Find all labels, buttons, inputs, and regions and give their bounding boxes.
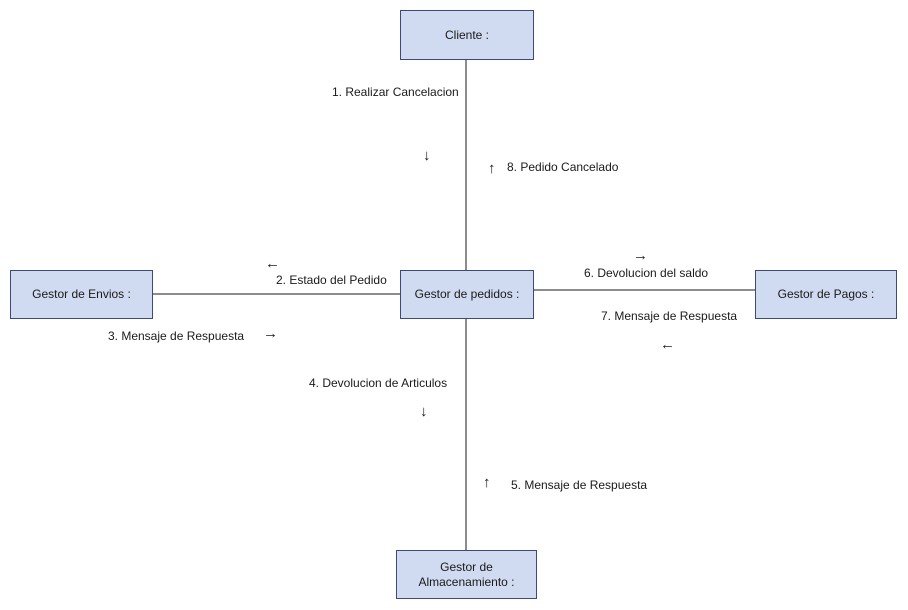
arrow-right-icon: → (263, 325, 278, 342)
object-gestor-almacenamiento[interactable]: Gestor de Almacenamiento : (396, 550, 537, 599)
object-gestor-pagos[interactable]: Gestor de Pagos : (755, 270, 897, 319)
message-1-label: 1. Realizar Cancelacion (332, 85, 459, 99)
object-gestor-pedidos[interactable]: Gestor de pedidos : (400, 270, 534, 319)
message-6-label: 6. Devolucion del saldo (584, 266, 709, 280)
arrow-down-icon: ↓ (423, 147, 431, 164)
object-cliente[interactable]: Cliente : (400, 10, 534, 60)
message-4-label: 4. Devolucion de Articulos (309, 376, 448, 390)
arrow-up-icon: ↑ (488, 160, 496, 177)
message-8-label: 8. Pedido Cancelado (507, 160, 619, 174)
message-7-label: 7. Mensaje de Respuesta (601, 309, 738, 323)
arrow-down-icon: ↓ (420, 403, 428, 420)
arrow-right-icon: → (633, 247, 648, 264)
message-2-label: 2. Estado del Pedido (276, 273, 387, 287)
arrow-up-icon: ↑ (483, 474, 491, 491)
arrow-left-icon: ← (265, 255, 280, 272)
object-gestor-envios[interactable]: Gestor de Envios : (10, 270, 153, 319)
arrow-left-icon: ← (660, 336, 675, 353)
message-5-label: 5. Mensaje de Respuesta (511, 478, 648, 492)
message-3-label: 3. Mensaje de Respuesta (108, 329, 245, 343)
